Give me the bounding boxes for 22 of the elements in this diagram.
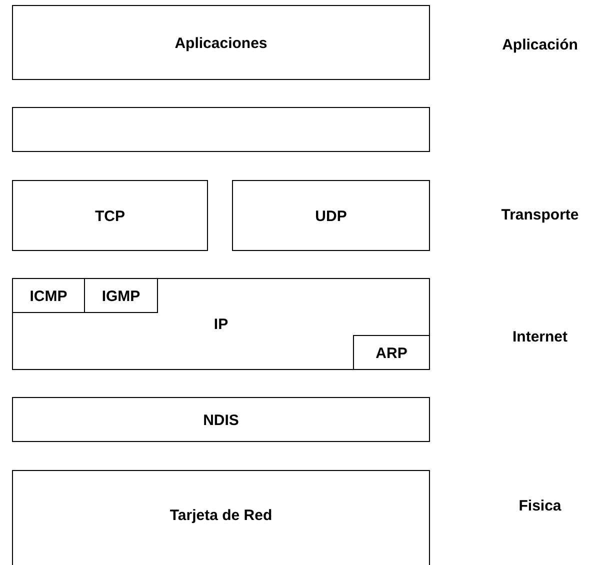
protocol-box [84, 278, 158, 313]
layer-name: IP [214, 316, 228, 333]
layer-label: Transporte [501, 206, 579, 224]
layer-name: IGMP [102, 288, 140, 304]
protocol-box [353, 335, 430, 370]
layer-name: UDP [315, 208, 347, 224]
layer-name: Tarjeta de Red [170, 507, 272, 524]
layer-name: TCP [95, 208, 125, 224]
layer-box [232, 180, 430, 251]
layer-name: ICMP [30, 288, 68, 304]
layer-box [12, 180, 208, 251]
layer-label: Internet [512, 328, 568, 346]
layer-name: ARP [376, 344, 408, 362]
layer-box [12, 397, 430, 442]
layer-box [12, 5, 430, 80]
layer-label: Fisica [518, 498, 562, 514]
layer-label: Aplicación [502, 36, 578, 54]
layer-box [12, 470, 430, 565]
layer-box [12, 107, 430, 152]
layer-name: NDIS [203, 412, 239, 428]
layer-box [12, 278, 430, 370]
layer-name: Aplicaciones [174, 34, 268, 52]
